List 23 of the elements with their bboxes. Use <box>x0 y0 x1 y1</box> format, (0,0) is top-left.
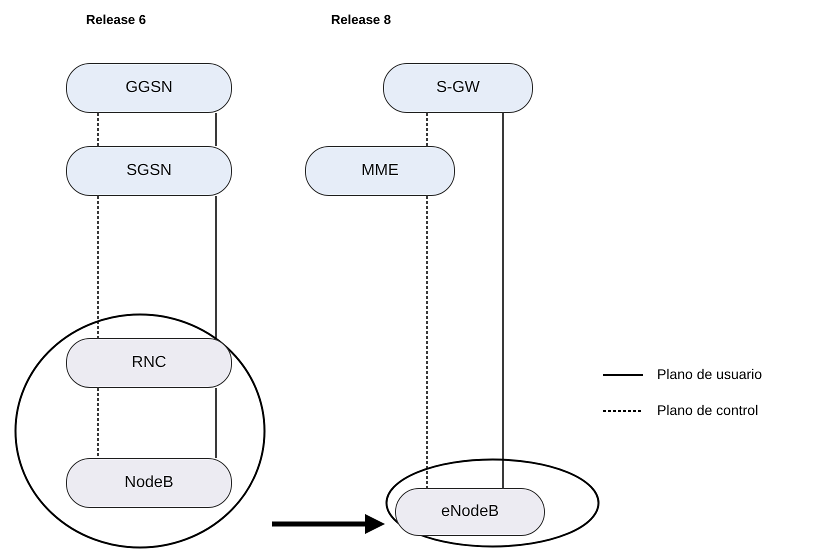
network-node-box: GGSN <box>66 63 232 113</box>
column-heading: Release 6 <box>86 12 146 27</box>
connector-line <box>215 388 217 458</box>
connector-line <box>502 113 504 488</box>
connector-line <box>97 113 99 146</box>
connector-line <box>215 196 217 338</box>
connector-line <box>426 196 428 488</box>
connector-line <box>97 388 99 458</box>
connector-line <box>97 196 99 338</box>
legend-label: Plano de usuario <box>657 366 762 382</box>
connector-line <box>215 113 217 146</box>
connector-line <box>426 113 428 146</box>
network-node-box: eNodeB <box>395 488 545 536</box>
network-node-box: MME <box>305 146 455 196</box>
network-node-box: NodeB <box>66 458 232 508</box>
legend-label: Plano de control <box>657 402 758 418</box>
network-node-box: SGSN <box>66 146 232 196</box>
column-heading: Release 8 <box>331 12 391 27</box>
group-ellipse <box>14 313 266 549</box>
network-node-box: RNC <box>66 338 232 388</box>
arrow <box>272 514 385 534</box>
network-node-box: S-GW <box>383 63 533 113</box>
group-ellipse <box>385 458 600 548</box>
